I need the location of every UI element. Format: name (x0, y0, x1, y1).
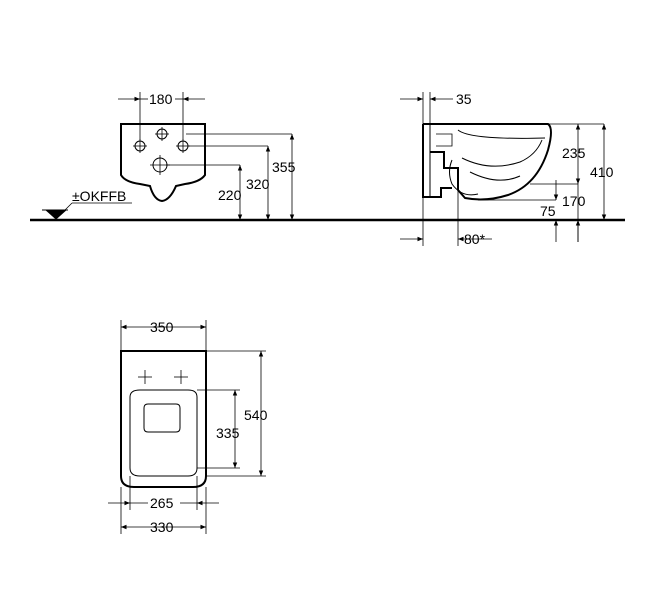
dim-335: 335 (216, 425, 240, 441)
dim-35: 35 (456, 91, 472, 107)
dim-355: 355 (272, 159, 296, 175)
dim-80: 80* (464, 231, 486, 247)
front-bowl-outline (120, 123, 206, 203)
dim-180: 180 (149, 91, 173, 107)
plan-view: 350 540 335 265 330 (108, 319, 268, 535)
dim-170: 170 (562, 193, 586, 209)
side-view: 35 235 410 170 75 80* (400, 91, 614, 247)
side-trap (449, 159, 479, 196)
plan-outer-outline (120, 350, 207, 488)
dim-220: 220 (218, 187, 242, 203)
plan-inner-bowl (129, 389, 198, 477)
floor-reference-label: ±OKFFB (72, 188, 126, 204)
dim-235: 235 (562, 145, 586, 161)
floor-reference-symbol (42, 202, 132, 220)
dim-75: 75 (540, 203, 556, 219)
side-wall-outline (422, 124, 452, 198)
dim-265: 265 (150, 495, 174, 511)
side-bowl-inner (457, 129, 546, 139)
dim-330: 330 (150, 519, 174, 535)
dim-540: 540 (244, 407, 268, 423)
dim-350: 350 (150, 319, 174, 335)
dim-410: 410 (590, 164, 614, 180)
front-view: 180 220 320 355 ±OKFFB (30, 91, 625, 222)
side-bowl-outline (423, 123, 552, 201)
dim-320: 320 (246, 176, 270, 192)
plan-drain-opening (143, 403, 181, 433)
